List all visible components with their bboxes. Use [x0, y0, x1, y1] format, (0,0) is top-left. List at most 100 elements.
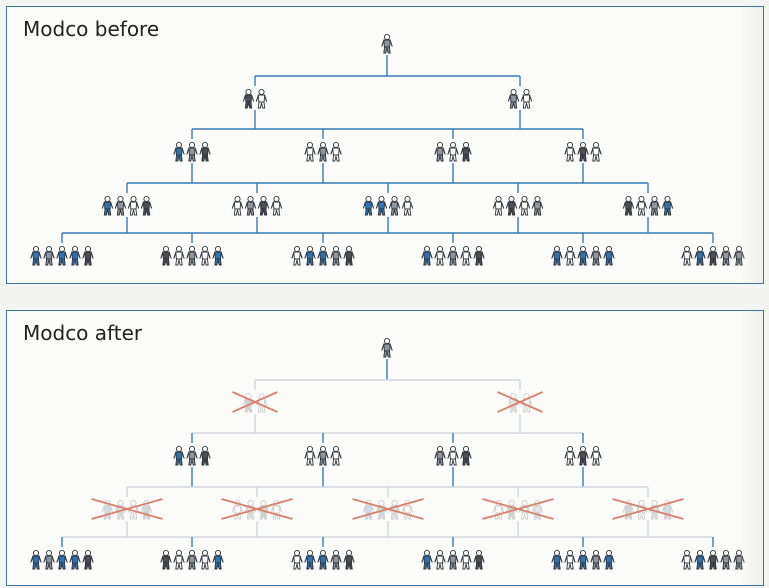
person-icon — [707, 245, 719, 266]
modco-after-panel: Modco after — [6, 310, 764, 586]
team-group-l2-1 — [304, 141, 342, 162]
person-icon — [551, 245, 563, 266]
removed-cross-icon — [91, 498, 163, 520]
person-icon — [304, 245, 316, 266]
team-group-l4-3 — [421, 245, 485, 266]
panel-title-before: Modco before — [23, 17, 160, 41]
person-icon — [551, 549, 563, 570]
person-icon — [140, 195, 153, 216]
removed-cross-icon — [352, 498, 424, 520]
person-icon — [160, 549, 172, 570]
person-icon — [173, 445, 185, 466]
person-icon — [291, 549, 303, 570]
person-icon — [270, 195, 283, 216]
person-icon — [473, 245, 485, 266]
connector-level-4 — [61, 521, 714, 547]
org-chart-before — [30, 33, 745, 266]
person-icon — [648, 195, 661, 216]
person-icon — [707, 549, 719, 570]
person-icon — [388, 195, 401, 216]
person-icon — [577, 141, 589, 162]
team-group-l4-0 — [30, 549, 94, 570]
connector-level-4 — [61, 217, 714, 243]
team-group-l2-1 — [304, 445, 342, 466]
person-icon — [199, 245, 211, 266]
connector-level-1 — [254, 359, 521, 390]
person-icon — [681, 245, 693, 266]
team-group-l3-4 — [622, 195, 674, 216]
person-icon — [212, 245, 224, 266]
person-icon — [160, 245, 172, 266]
person-icon — [564, 245, 576, 266]
person-icon — [447, 245, 459, 266]
person-icon — [317, 245, 329, 266]
person-icon — [603, 549, 615, 570]
person-icon — [447, 141, 459, 162]
person-icon — [30, 549, 42, 570]
person-icon — [434, 141, 446, 162]
team-group-l4-2 — [291, 549, 355, 570]
person-icon — [518, 195, 531, 216]
team-group-l2-3 — [564, 141, 602, 162]
person-icon — [212, 549, 224, 570]
team-group-l2-2 — [434, 141, 472, 162]
person-icon — [720, 549, 732, 570]
person-icon — [603, 245, 615, 266]
person-icon — [244, 195, 257, 216]
person-icon — [173, 549, 185, 570]
team-group-l2-0 — [173, 445, 211, 466]
person-icon — [635, 195, 648, 216]
team-group-l3-0 — [101, 499, 153, 520]
person-icon — [460, 549, 472, 570]
person-icon — [577, 549, 589, 570]
connector-level-3 — [126, 467, 649, 497]
person-icon — [505, 195, 518, 216]
removed-cross-icon — [221, 498, 293, 520]
person-icon — [375, 195, 388, 216]
person-icon — [590, 245, 602, 266]
person-icon — [304, 445, 316, 466]
person-icon — [381, 337, 393, 358]
person-icon — [56, 245, 68, 266]
person-icon — [577, 445, 589, 466]
person-icon — [199, 445, 211, 466]
removed-cross-icon — [232, 391, 278, 413]
person-icon — [82, 549, 94, 570]
team-group-l3-0 — [101, 195, 153, 216]
person-icon — [330, 549, 342, 570]
team-group-l4-1 — [160, 245, 224, 266]
person-icon — [590, 445, 602, 466]
person-icon — [186, 245, 198, 266]
person-icon — [317, 445, 329, 466]
team-group-l0-0 — [381, 33, 393, 54]
person-icon — [30, 245, 42, 266]
person-icon — [590, 549, 602, 570]
person-icon — [114, 195, 127, 216]
team-group-l3-2 — [362, 195, 414, 216]
team-group-l4-5 — [681, 245, 745, 266]
person-icon — [507, 88, 520, 109]
person-icon — [69, 245, 81, 266]
connector-level-1 — [254, 55, 521, 86]
person-icon — [317, 549, 329, 570]
team-group-l3-1 — [231, 195, 283, 216]
team-group-l2-0 — [173, 141, 211, 162]
person-icon — [330, 445, 342, 466]
org-chart-after — [30, 337, 745, 570]
person-icon — [330, 245, 342, 266]
scan-edge — [739, 311, 763, 585]
person-icon — [255, 88, 268, 109]
team-group-l4-1 — [160, 549, 224, 570]
person-icon — [343, 549, 355, 570]
person-icon — [330, 141, 342, 162]
team-group-l4-5 — [681, 549, 745, 570]
person-icon — [69, 549, 81, 570]
person-icon — [661, 195, 674, 216]
person-icon — [317, 141, 329, 162]
person-icon — [173, 141, 185, 162]
person-icon — [304, 141, 316, 162]
person-icon — [447, 445, 459, 466]
person-icon — [694, 245, 706, 266]
team-group-l2-2 — [434, 445, 472, 466]
team-group-l2-3 — [564, 445, 602, 466]
